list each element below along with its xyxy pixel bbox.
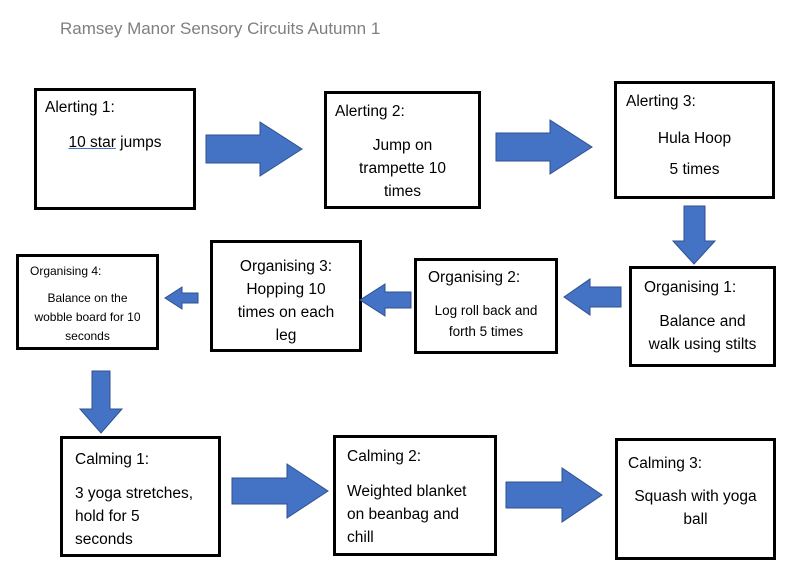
organising-1-body: Balance and walk using stilts bbox=[632, 310, 773, 356]
arrow-calming1-to-calming2 bbox=[231, 463, 329, 519]
calming-3-line: Squash with yoga bbox=[634, 488, 757, 505]
calming-2-body: Weighted blanket on beanbag and chill bbox=[347, 480, 467, 549]
organising-3-line: Hopping 10 bbox=[246, 281, 326, 298]
alerting-3-box: Alerting 3: Hula Hoop 5 times bbox=[614, 81, 775, 199]
organising-4-line: seconds bbox=[65, 329, 110, 343]
organising-3-line: times on each bbox=[237, 304, 335, 321]
calming-1-line: hold for 5 bbox=[75, 508, 140, 525]
arrow-alerting2-to-alerting3 bbox=[495, 119, 593, 175]
alerting-1-body-underlined: 10 star bbox=[68, 134, 116, 151]
calming-3-box: Calming 3: Squash with yoga ball bbox=[615, 438, 776, 560]
arrow-alerting3-to-organising1 bbox=[671, 205, 717, 265]
organising-1-line: walk using stilts bbox=[648, 336, 757, 353]
alerting-2-line: trampette 10 bbox=[358, 160, 447, 177]
calming-1-body: 3 yoga stretches, hold for 5 seconds bbox=[75, 482, 193, 551]
arrow-organising4-to-calming1 bbox=[78, 370, 124, 434]
organising-3-line: leg bbox=[275, 327, 297, 344]
alerting-2-body: Jump on trampette 10 times bbox=[327, 134, 478, 203]
organising-2-line: forth 5 times bbox=[448, 324, 524, 339]
calming-2-heading: Calming 2: bbox=[347, 448, 422, 465]
arrow-organising2-to-organising3 bbox=[359, 283, 412, 317]
organising-3-box: Organising 3: Hopping 10 times on each l… bbox=[210, 240, 362, 352]
organising-2-box: Organising 2: Log roll back and forth 5 … bbox=[414, 258, 558, 354]
organising-4-line: wobble board for 10 bbox=[34, 310, 141, 324]
alerting-2-line: Jump on bbox=[372, 137, 433, 154]
calming-2-line: chill bbox=[347, 529, 374, 546]
alerting-2-line: times bbox=[383, 183, 422, 200]
calming-1-line: 3 yoga stretches, bbox=[75, 485, 194, 502]
organising-2-body: Log roll back and forth 5 times bbox=[417, 300, 555, 342]
organising-3-heading: Organising 3: bbox=[239, 258, 333, 275]
arrow-organising3-to-organising4 bbox=[164, 286, 199, 310]
calming-2-box: Calming 2: Weighted blanket on beanbag a… bbox=[333, 435, 497, 556]
organising-2-heading: Organising 2: bbox=[428, 269, 521, 286]
alerting-1-box: Alerting 1: 10 star jumps bbox=[34, 88, 196, 210]
alerting-1-heading: Alerting 1: bbox=[45, 99, 115, 116]
alerting-3-body: Hula Hoop 5 times bbox=[617, 123, 772, 185]
organising-4-heading: Organising 4: bbox=[30, 264, 102, 278]
calming-2-line: Weighted blanket bbox=[347, 483, 467, 500]
alerting-1-body-rest: jumps bbox=[115, 134, 162, 151]
arrow-organising1-to-organising2 bbox=[563, 278, 622, 316]
arrow-alerting1-to-alerting2 bbox=[205, 121, 303, 177]
organising-4-body: Balance on the wobble board for 10 secon… bbox=[19, 289, 156, 346]
organising-3-body: Organising 3: Hopping 10 times on each l… bbox=[213, 255, 359, 347]
calming-3-heading: Calming 3: bbox=[628, 455, 703, 472]
organising-4-line: Balance on the bbox=[47, 291, 128, 305]
alerting-3-line: Hula Hoop bbox=[657, 130, 732, 147]
calming-3-line: ball bbox=[683, 511, 708, 528]
calming-2-line: on beanbag and bbox=[347, 506, 460, 523]
organising-4-box: Organising 4: Balance on the wobble boar… bbox=[16, 254, 159, 350]
organising-1-heading: Organising 1: bbox=[644, 279, 737, 296]
alerting-1-body: 10 star jumps bbox=[37, 131, 193, 154]
calming-1-box: Calming 1: 3 yoga stretches, hold for 5 … bbox=[60, 436, 221, 557]
page-title: Ramsey Manor Sensory Circuits Autumn 1 bbox=[60, 19, 381, 38]
alerting-3-line: 5 times bbox=[669, 161, 720, 178]
alerting-2-heading: Alerting 2: bbox=[335, 103, 405, 120]
alerting-2-box: Alerting 2: Jump on trampette 10 times bbox=[324, 91, 481, 209]
organising-1-box: Organising 1: Balance and walk using sti… bbox=[629, 266, 776, 367]
organising-2-line: Log roll back and bbox=[434, 303, 538, 318]
calming-3-body: Squash with yoga ball bbox=[618, 485, 773, 531]
calming-1-line: seconds bbox=[75, 531, 133, 548]
arrow-calming2-to-calming3 bbox=[505, 467, 603, 523]
organising-1-line: Balance and bbox=[659, 313, 746, 330]
alerting-3-heading: Alerting 3: bbox=[626, 93, 696, 110]
calming-1-heading: Calming 1: bbox=[75, 451, 150, 468]
